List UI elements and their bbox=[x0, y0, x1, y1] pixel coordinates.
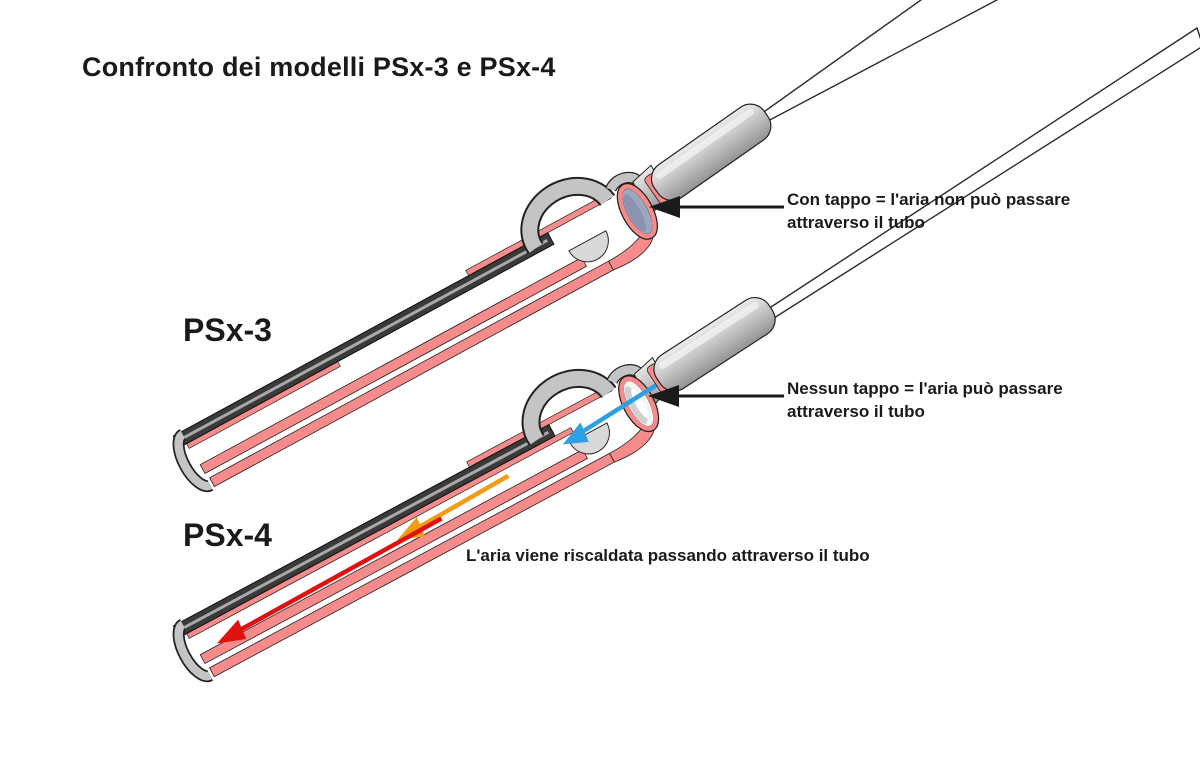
psx4-assembly bbox=[172, 26, 1200, 683]
psx3-tip-shell bbox=[174, 430, 213, 491]
label-psx4: PSx-4 bbox=[183, 517, 272, 553]
annotation-capped-line1: Con tappo = l'aria non può passare bbox=[787, 190, 1071, 209]
air-inlet-arrow bbox=[562, 383, 658, 445]
psx4-cup-wall bbox=[569, 422, 610, 455]
psx4-handle bbox=[646, 296, 776, 397]
annotation-uncapped: Nessun tappo = l'aria può passare attrav… bbox=[787, 377, 1107, 423]
psx4-tip-shell bbox=[174, 620, 213, 681]
psx3-handle-sheen bbox=[656, 108, 755, 180]
psx3-wire bbox=[760, 0, 999, 123]
annotation-capped-line2: attraverso il tubo bbox=[787, 213, 925, 232]
psx4-mouth-rim bbox=[619, 376, 658, 431]
annotation-uncapped-line2: attraverso il tubo bbox=[787, 402, 925, 421]
psx3-handle bbox=[644, 103, 772, 206]
psx4-tube bbox=[172, 356, 670, 683]
air-outlet-arrow bbox=[216, 516, 443, 644]
psx4-cap-arch bbox=[523, 370, 615, 445]
psx4-handle-body bbox=[653, 296, 776, 392]
psx3-cup-wall bbox=[568, 230, 609, 263]
psx3-lining-bottom-outer bbox=[209, 260, 614, 488]
label-psx3: PSx-3 bbox=[183, 312, 272, 348]
psx3-assembly bbox=[172, 0, 999, 493]
air-heating-arrow bbox=[397, 473, 510, 540]
psx3-cap-plug-shadow bbox=[623, 194, 647, 232]
psx4-rod-highlight bbox=[179, 430, 550, 632]
psx3-cap-arch bbox=[522, 178, 614, 253]
capped-pointer-arrow bbox=[649, 196, 784, 218]
psx3-mouth-rim bbox=[618, 184, 657, 239]
annotation-uncapped-line1: Nessun tappo = l'aria può passare bbox=[787, 379, 1063, 398]
annotation-heated: L'aria viene riscaldata passando attrave… bbox=[466, 546, 870, 565]
page-title: Confronto dei modelli PSx-3 e PSx-4 bbox=[82, 52, 556, 82]
uncapped-pointer-arrow bbox=[648, 385, 784, 407]
psx4-handle-sheen bbox=[658, 301, 759, 370]
psx3-rod-highlight bbox=[179, 239, 548, 442]
psx3-handle-body bbox=[650, 103, 772, 202]
annotation-capped: Con tappo = l'aria non può passare attra… bbox=[787, 188, 1107, 234]
psx3-tube bbox=[172, 164, 668, 493]
